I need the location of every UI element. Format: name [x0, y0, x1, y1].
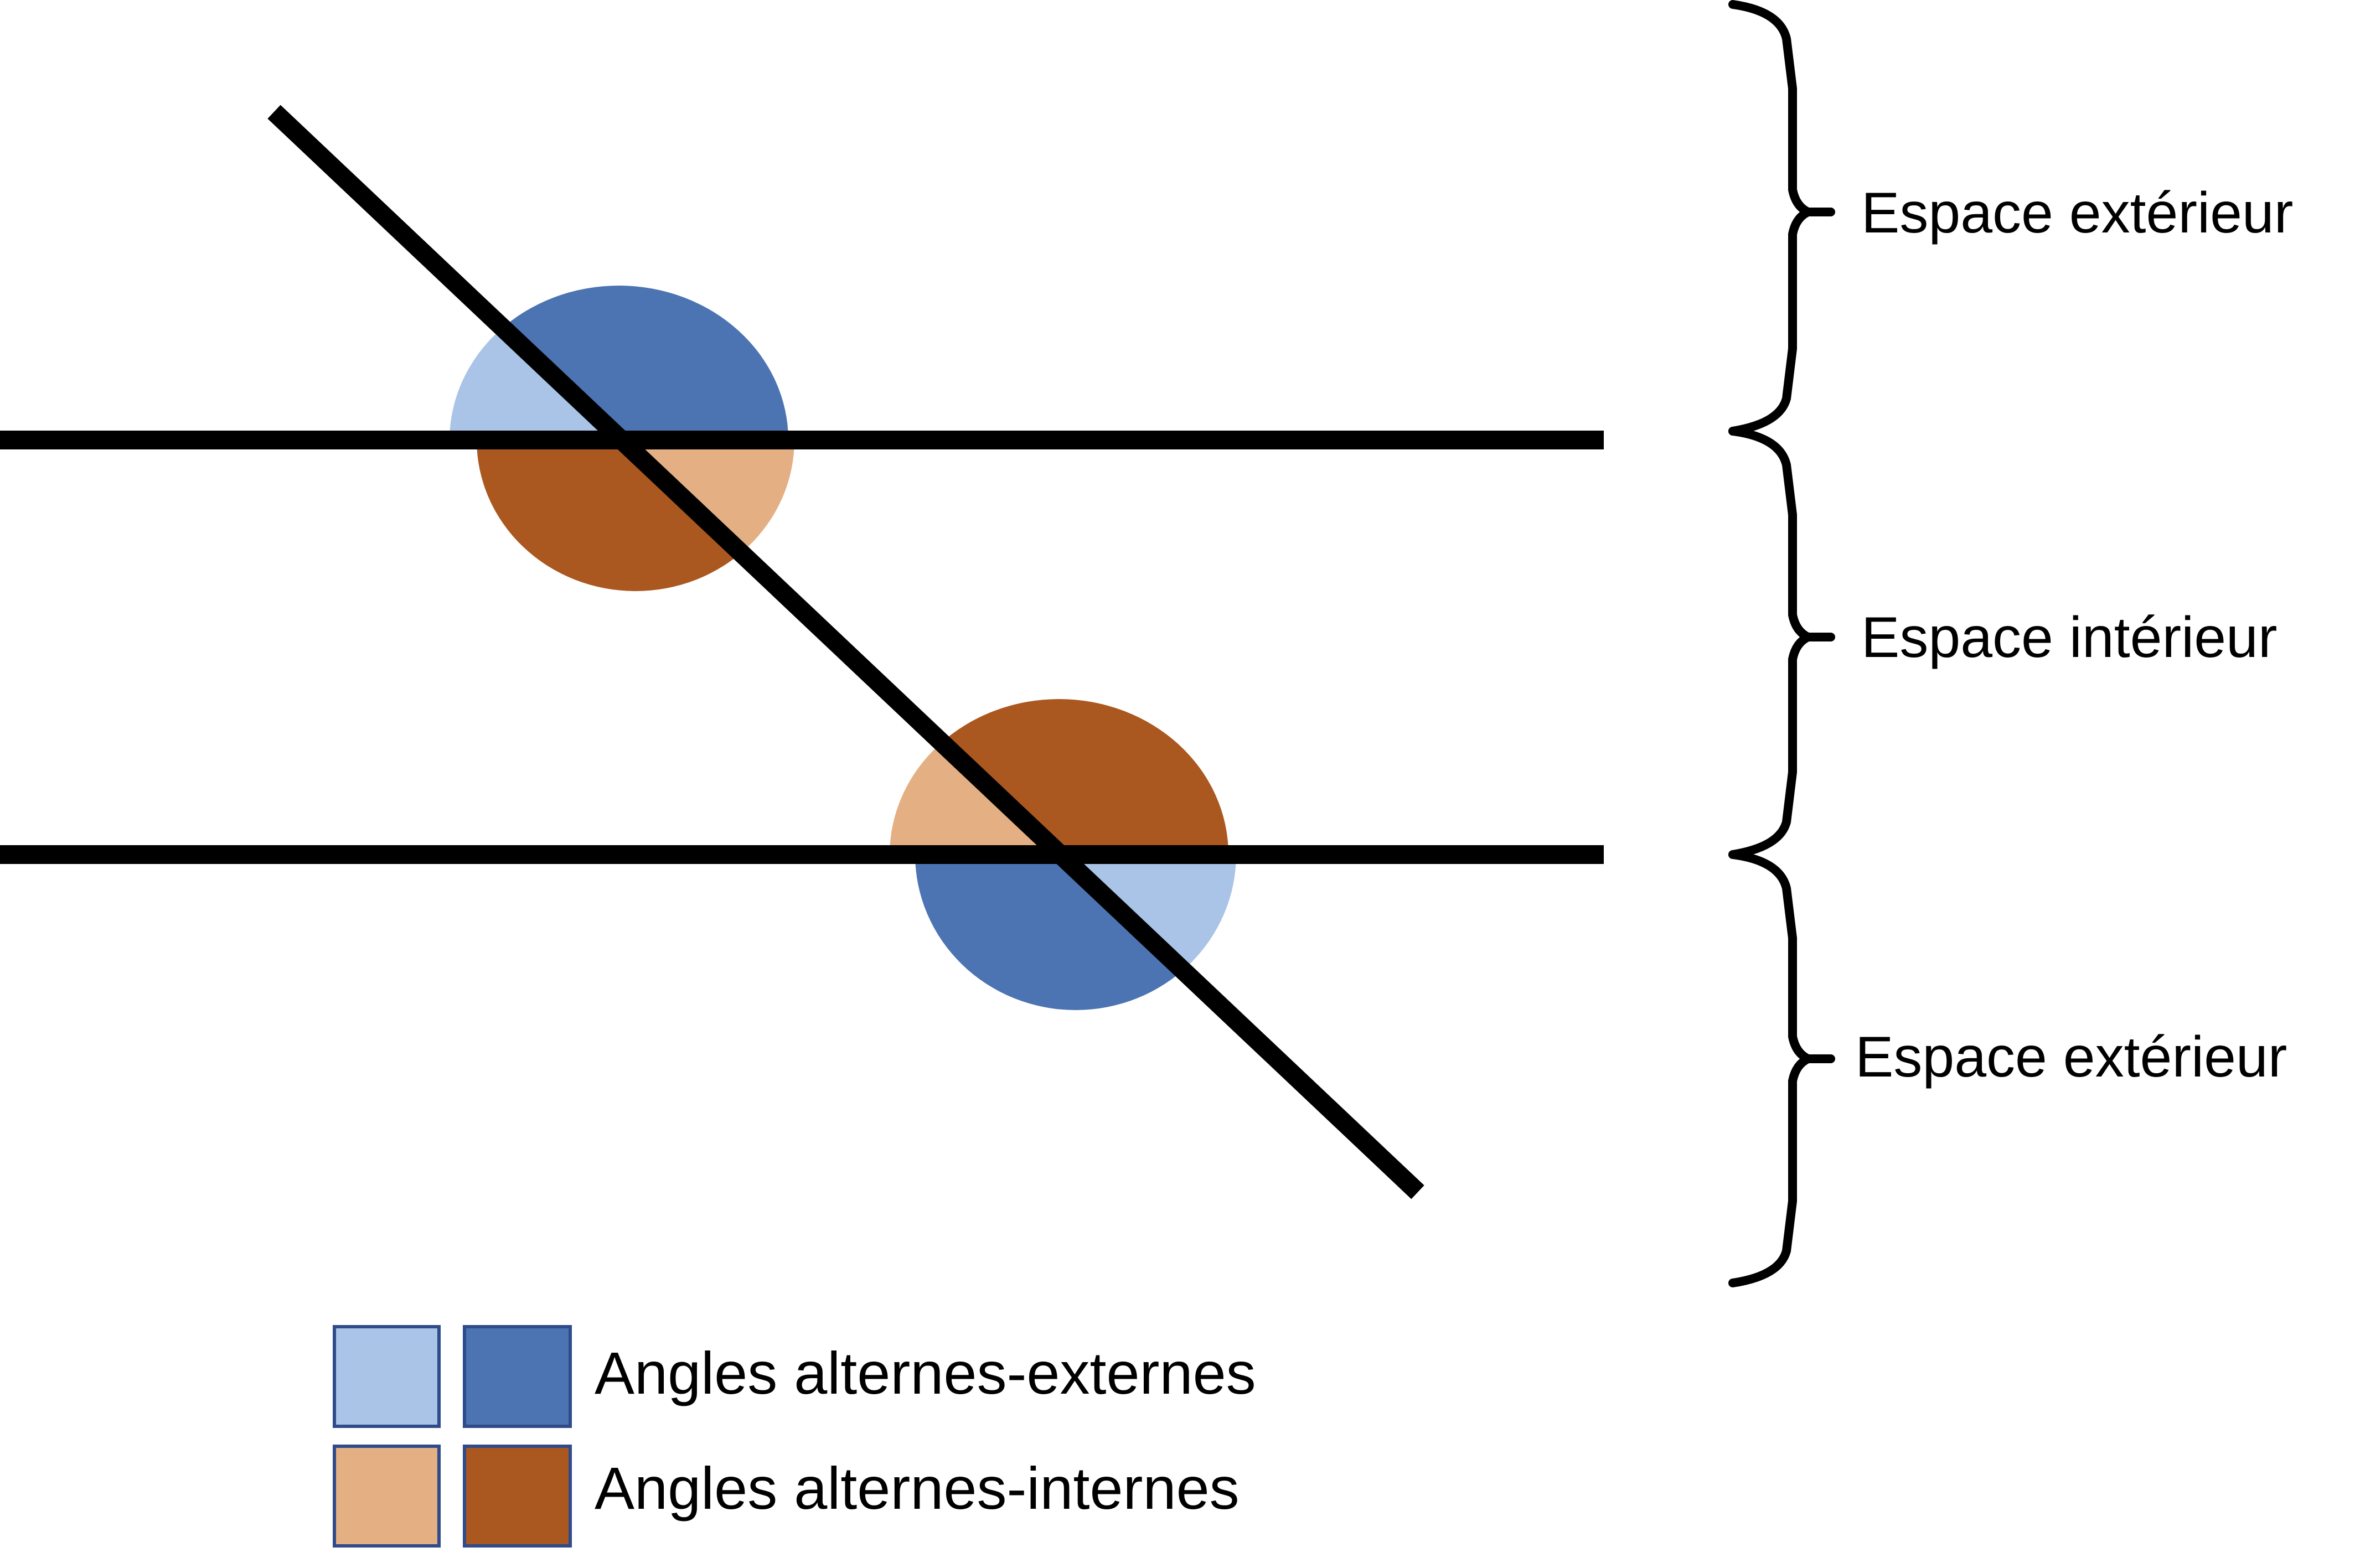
label-inner-space: Espace intérieur [1861, 606, 2278, 670]
brace-middle [1728, 427, 1835, 859]
label-outer-space-top: Espace extérieur [1861, 181, 2293, 245]
transversal-line [267, 105, 1424, 1199]
legend-swatch-dark-blue [463, 1325, 572, 1428]
brace-bottom [1728, 850, 1835, 1287]
legend-swatch-light-tan [333, 1445, 441, 1548]
label-outer-space-bottom: Espace extérieur [1855, 1025, 2287, 1089]
legend-label-alternate-interior: Angles alternes-internes [595, 1455, 1240, 1522]
brace-top [1728, 0, 1835, 436]
legend-swatch-light-blue [333, 1325, 441, 1428]
legend-label-alternate-exterior: Angles alternes-externes [595, 1339, 1256, 1406]
legend: Angles alternes-externes Angles alternes… [333, 1325, 1256, 1548]
legend-swatch-dark-brown [463, 1445, 572, 1548]
